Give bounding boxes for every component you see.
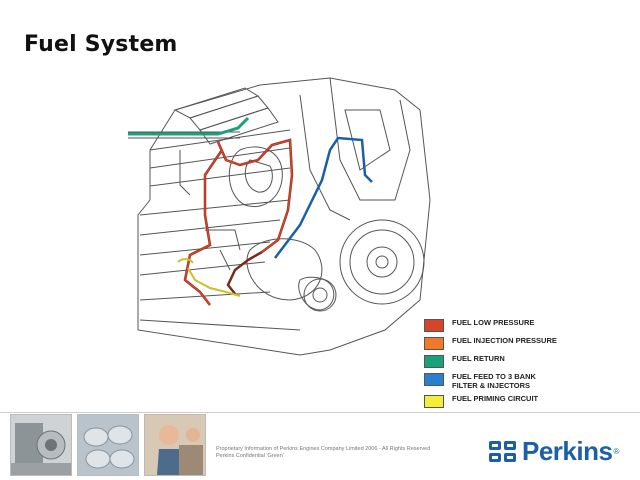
footer-divider [0,412,640,413]
legend-swatch [424,319,444,332]
legend-item-fuel-low-pressure: FUEL LOW PRESSURE [424,318,624,332]
legend-item-fuel-priming-circuit: FUEL PRIMING CIRCUIT [424,394,624,408]
fuel-return-line [128,116,250,136]
legend-label: FUEL FEED TO 3 BANK FILTER & INJECTORS [452,372,536,390]
engine-block-outline [128,77,431,356]
legend-swatch [424,395,444,408]
legend-item-fuel-feed: FUEL FEED TO 3 BANK FILTER & INJECTORS [424,372,624,390]
perkins-logo: Perkins ® [488,436,619,467]
idler-pulley [303,278,337,312]
disclaimer-line-2: Perkins Confidential 'Green' [216,453,284,459]
legend-swatch [424,373,444,386]
registered-mark: ® [613,447,620,456]
legend-swatch [424,337,444,350]
pistons-photo [77,414,139,476]
legend-swatch [424,355,444,368]
fuel-feed-line [274,136,373,259]
fuel-low-pressure-highlight [184,139,293,306]
legend-label: FUEL PRIMING CIRCUIT [452,394,539,403]
fuel-priming-line [177,258,241,297]
crank-pulley [339,219,425,305]
perkins-logo-icon [489,440,516,462]
legend-item-fuel-return: FUEL RETURN [424,354,624,368]
footer-photo-strip [10,414,206,476]
perkins-wordmark: Perkins [522,436,613,466]
legend-label: FUEL RETURN [452,354,505,363]
legend-label: FUEL LOW PRESSURE [452,318,535,327]
legend-label: FUEL INJECTION PRESSURE [452,336,557,345]
slide-title: Fuel System [24,32,178,57]
footer-disclaimer: Proprietary Information of Perkins Engin… [216,446,476,460]
legend-item-fuel-injection-pressure: FUEL INJECTION PRESSURE [424,336,624,350]
engine-photo [10,414,72,476]
technician-photo [144,414,206,476]
pipe-color-legend: FUEL LOW PRESSURE FUEL INJECTION PRESSUR… [424,318,624,412]
disclaimer-line-1: Proprietary Information of Perkins Engin… [216,446,431,452]
